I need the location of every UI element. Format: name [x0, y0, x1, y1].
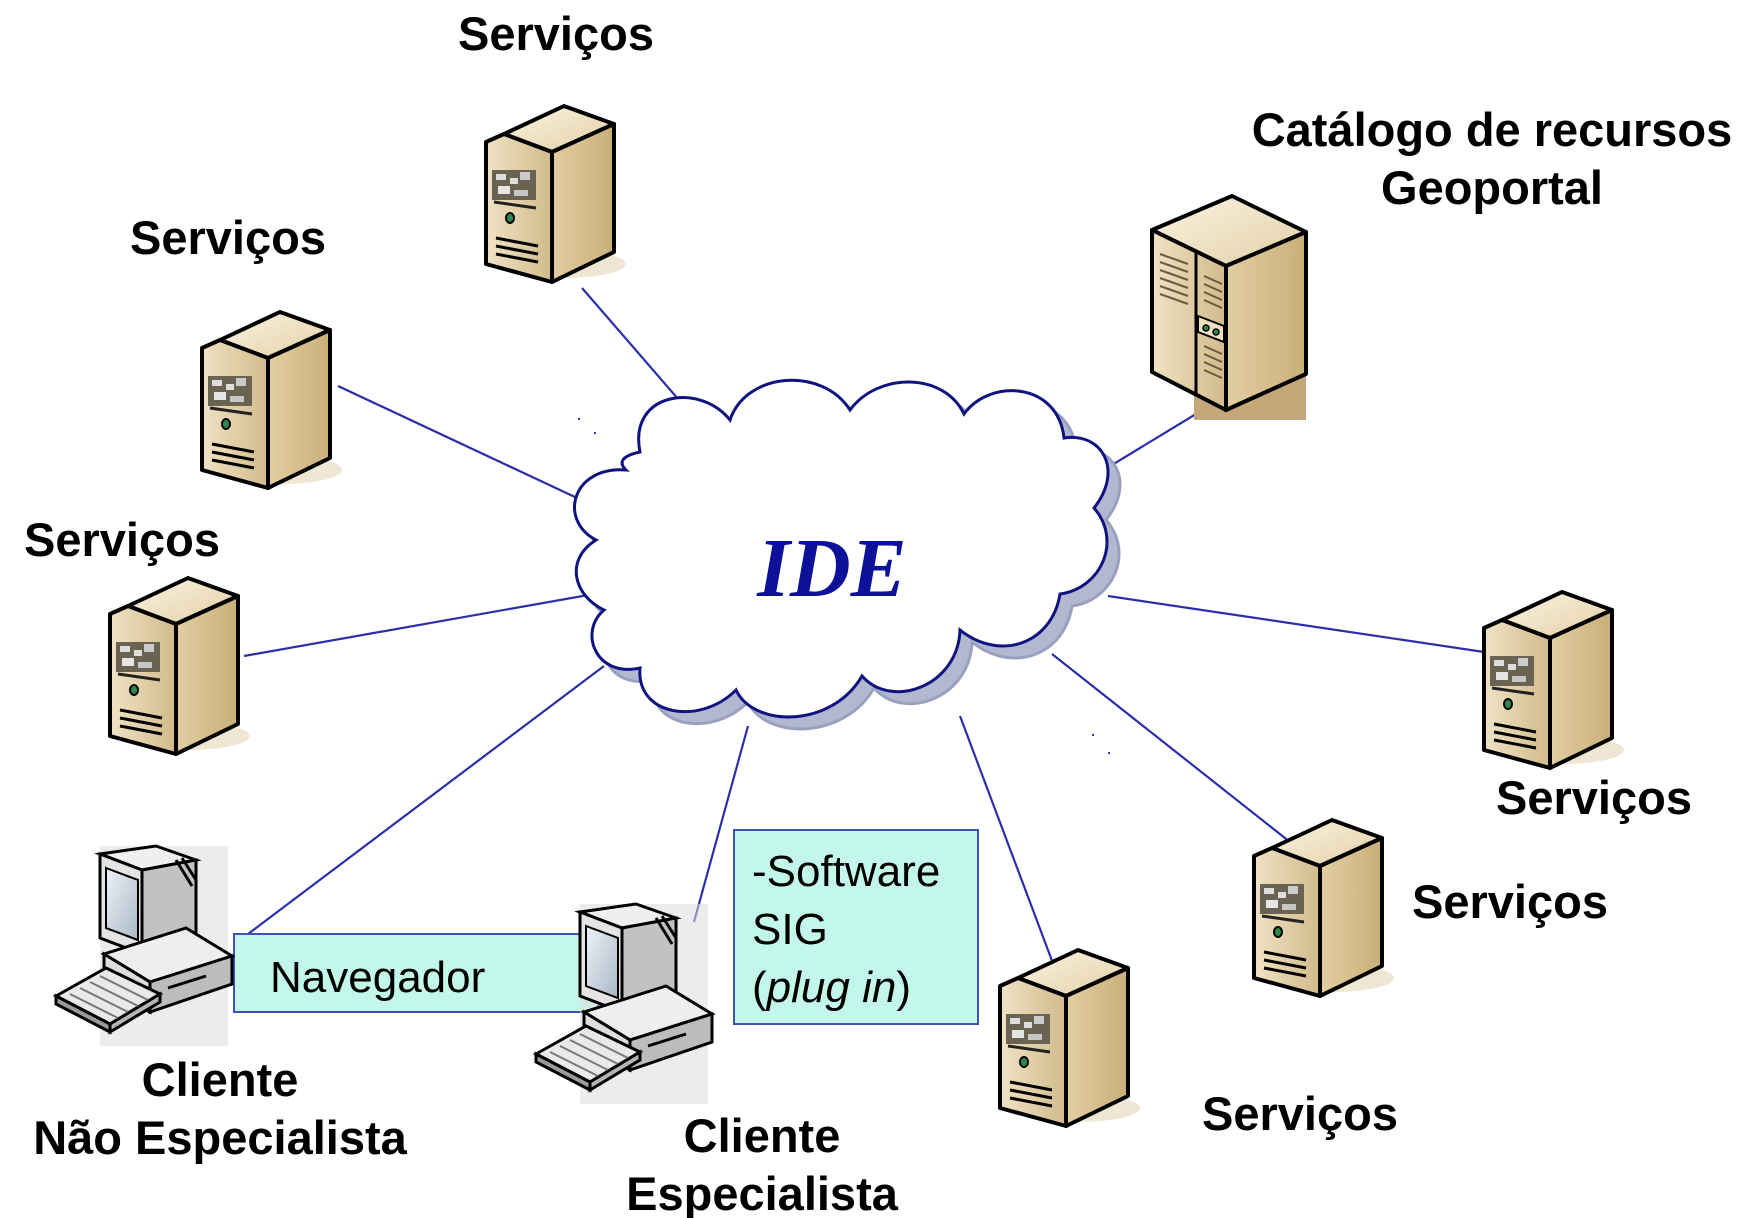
label-services-bottom: Serviços: [1202, 1087, 1398, 1140]
ide-label: IDE: [756, 522, 906, 615]
label-services-upper-left: Serviços: [130, 211, 326, 264]
link-services-bottom: [958, 715, 1056, 967]
server-icon-services-top: [484, 104, 628, 284]
label-services-right: Serviços: [1496, 771, 1692, 824]
software-line2: SIG: [752, 905, 828, 954]
label-client-expert-line2: Especialista: [626, 1167, 899, 1218]
ide-cloud: IDE: [573, 378, 1122, 731]
label-services-left: Serviços: [24, 513, 220, 566]
software-line3: (plug in): [752, 963, 911, 1012]
server-icon-services-left: [108, 576, 252, 756]
browser-label: Navegador: [270, 953, 485, 1002]
software-line1: -Software: [752, 847, 940, 896]
link-client-nonexpert: [247, 665, 605, 935]
server-icon-services-bottom: [998, 948, 1142, 1128]
label-catalog-line1: Catálogo de recursos: [1252, 103, 1733, 156]
server-icon-services-right: [1482, 590, 1626, 770]
label-services-lower-right: Serviços: [1412, 875, 1608, 928]
label-services-top: Serviços: [458, 7, 654, 60]
stray-dots: [578, 418, 1110, 754]
label-client-nonexpert-line1: Cliente: [142, 1053, 299, 1106]
link-services-lower-right: [1051, 653, 1291, 843]
catalog-server-icon: [1150, 194, 1308, 422]
link-services-left: [243, 592, 595, 658]
label-client-nonexpert-line2: Não Especialista: [33, 1111, 407, 1164]
label-catalog-line2: Geoportal: [1381, 161, 1603, 214]
browser-box: Navegador: [233, 933, 599, 1013]
server-icon-services-lower-right: [1252, 818, 1396, 998]
software-box: -Software SIG (plug in): [733, 829, 979, 1025]
label-client-expert-line1: Cliente: [684, 1109, 841, 1162]
link-services-right: [1107, 594, 1485, 654]
desktop-computer-icon-nonexpert: [54, 844, 234, 1048]
server-icon-services-upper-left: [200, 310, 344, 490]
link-client-expert: [692, 725, 750, 923]
